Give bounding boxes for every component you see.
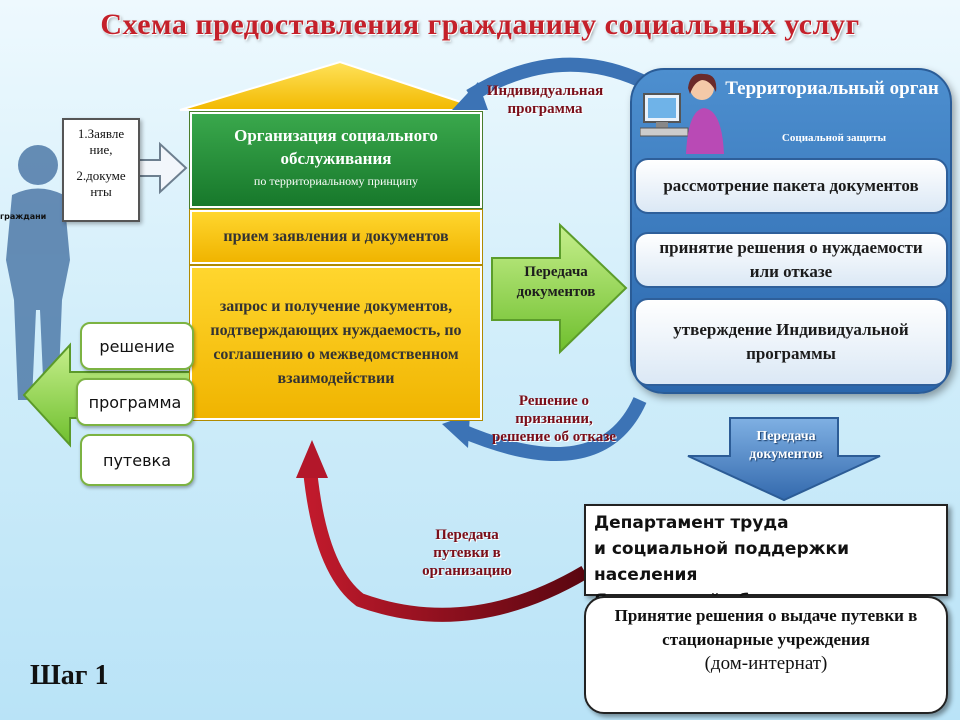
individual-program-label: Индивидуальная программа [486,83,604,117]
organization-title: Организация социального обслуживания [234,126,438,168]
department-name-line2: и социальной поддержки населения [594,539,849,585]
organization-step-reception: прием заявления и документов [190,210,482,264]
output-program: программа [76,378,194,426]
department-decision-note: (дом-интернат) [704,653,828,674]
output-voucher: путевка [80,434,194,486]
territory-step-review: рассмотрение пакета документов [634,158,948,214]
territorial-body-subtitle: Социальной защиты [781,132,887,144]
page-title: Схема предоставления гражданину социальн… [100,8,860,41]
transfer-docs-label: Передача документов [516,264,596,300]
application-arrow-icon [137,141,188,195]
department-name-box: Департамент труда и социальной поддержки… [584,504,948,611]
step-label: Шаг 1 [30,660,109,691]
transfer-voucher-label: Передача путевки в организацию [422,527,512,579]
application-item-statement: 1.Заявле ние, [77,126,125,157]
decision-label: Решение о признании, решение об отказе [491,393,617,445]
territory-step-approval: утверждение Индивидуальной программы [634,298,948,386]
department-decision-box: Принятие решения о выдаче путевки в стац… [584,596,948,714]
individual-program-arc-icon [466,57,652,102]
citizen-label: граждани [0,212,47,221]
citizen-silhouette-icon [6,145,70,400]
organization-step-request: запрос и получение документов, подтвержд… [190,266,482,420]
transfer-docs-down-label: Передача документов [749,429,823,462]
transfer-docs-arrow-icon [491,222,628,355]
territory-step-decision: принятие решения о нуждаемости или отказ… [634,232,948,288]
operator-at-computer-icon [640,73,724,154]
application-item-documents: 2.докуме нты [76,168,126,199]
organization-subtitle: по территориальному принципу [253,174,419,188]
decision-arc-icon [457,397,647,461]
organization-roof [179,60,486,111]
territorial-body-title: Территориальный орган [725,78,939,99]
application-box: 1.Заявле ние, 2.докуме нты [62,118,140,222]
department-decision-text: Принятие решения о выдаче путевки в стац… [614,606,918,649]
output-decision: решение [80,322,194,370]
transfer-docs-down-arrow-icon [687,417,881,502]
voucher-arc-icon [303,469,589,622]
organization-title-box: Организация социального обслуживания по … [190,112,482,208]
department-name-line1: Департамент труда [594,513,789,533]
